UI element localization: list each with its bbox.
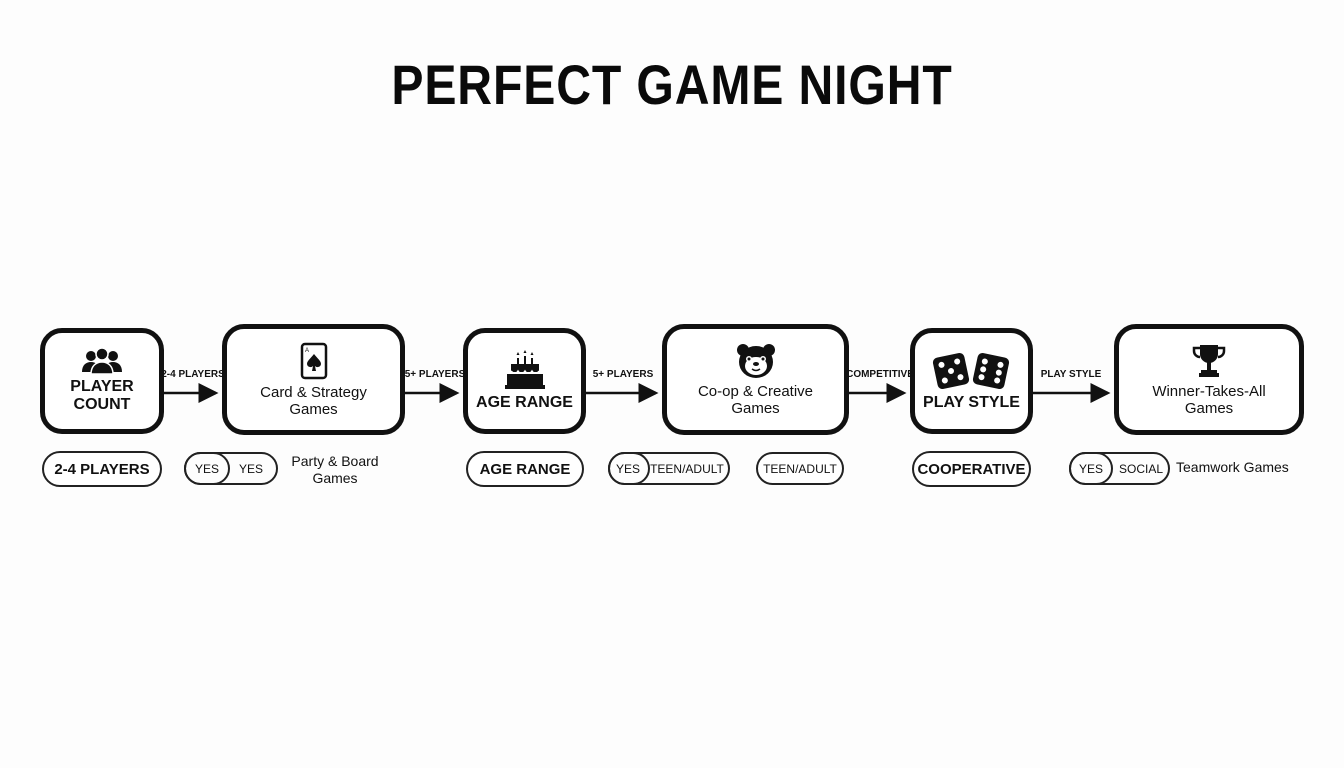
yes-option[interactable]: YES bbox=[1078, 461, 1103, 476]
node-label: AGE RANGE bbox=[476, 394, 573, 411]
playing-card-icon: A bbox=[300, 342, 327, 379]
player-count-node[interactable]: PLAYER COUNT bbox=[40, 328, 164, 434]
node-label-line2: Games bbox=[289, 400, 338, 418]
play-style-node[interactable]: PLAY STYLE bbox=[910, 328, 1033, 434]
party-line1: Party & Board bbox=[291, 453, 379, 469]
node-label-line1: Co-op & Creative bbox=[697, 382, 814, 400]
node-label-line2: Games bbox=[1184, 399, 1234, 417]
party-board-label: Party & Board Games bbox=[282, 453, 388, 487]
age-range-pill[interactable]: AGE RANGE bbox=[466, 451, 584, 487]
birthday-cake-icon bbox=[504, 350, 545, 389]
coop-creative-node[interactable]: Co-op & Creative Games bbox=[662, 324, 849, 435]
social-option[interactable]: SOCIAL bbox=[1118, 461, 1163, 476]
players-pill[interactable]: 2-4 PLAYERS bbox=[42, 451, 162, 487]
teen-adult-pill[interactable]: TEEN/ADULT bbox=[756, 452, 844, 485]
edge-label-2: 5+ PLAYERS bbox=[404, 369, 466, 380]
yes-overlap-ring bbox=[608, 452, 650, 485]
yes-overlap-ring bbox=[1069, 452, 1113, 485]
node-label-line2: COUNT bbox=[73, 396, 131, 413]
teen-adult-option[interactable]: TEEN/ADULT bbox=[650, 461, 724, 476]
edge-label-3: 5+ PLAYERS bbox=[592, 369, 654, 380]
yes-option[interactable]: YES bbox=[194, 461, 219, 476]
edge-label-1: 2-4 PLAYERS bbox=[161, 369, 225, 380]
node-label-line1: Card & Strategy bbox=[260, 383, 367, 401]
page-title: PERFECT GAME NIGHT bbox=[391, 53, 953, 116]
svg-text:A: A bbox=[305, 348, 309, 354]
node-label: PLAY STYLE bbox=[923, 394, 1020, 411]
node-label-line1: PLAYER bbox=[70, 378, 134, 395]
age-range-node[interactable]: AGE RANGE bbox=[463, 328, 586, 434]
yes-option[interactable]: YES bbox=[615, 461, 640, 476]
dice-icon bbox=[932, 352, 1009, 390]
node-label-line2: Games bbox=[731, 399, 780, 417]
party-line2: Games bbox=[312, 470, 358, 486]
winner-takes-all-node[interactable]: Winner-Takes-All Games bbox=[1114, 324, 1304, 435]
trophy-icon bbox=[1192, 344, 1226, 377]
edge-label-4: COMPETITIVE bbox=[846, 369, 914, 380]
teamwork-games-label: Teamwork Games bbox=[1176, 459, 1289, 475]
yes-overlap-ring bbox=[184, 452, 230, 485]
people-icon bbox=[82, 348, 122, 374]
edge-label-5: PLAY STYLE bbox=[1040, 369, 1102, 380]
yes-option[interactable]: YES bbox=[238, 461, 263, 476]
bear-face-icon bbox=[736, 343, 775, 378]
node-label-line1: Winner-Takes-All bbox=[1152, 382, 1266, 400]
cooperative-pill[interactable]: COOPERATIVE bbox=[912, 451, 1031, 487]
card-strategy-node[interactable]: A Card & Strategy Games bbox=[222, 324, 405, 435]
